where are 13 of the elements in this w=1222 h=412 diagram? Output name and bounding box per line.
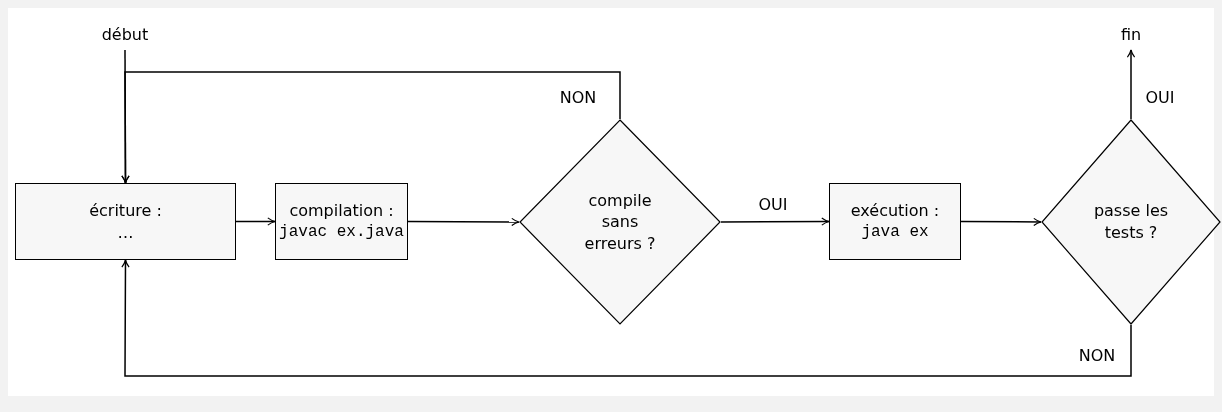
decision-text: passe les tests ?: [1093, 200, 1169, 244]
process-box: [829, 183, 961, 260]
step-detail: …: [117, 221, 134, 244]
process-box: [275, 183, 408, 260]
process-box: [15, 183, 236, 260]
decision-text: compile sans erreurs ?: [583, 189, 657, 255]
step-title: écriture :: [89, 199, 162, 222]
terminal-label: début: [101, 24, 149, 46]
step-title: exécution :: [850, 199, 940, 222]
step-detail: javac ex.java: [279, 221, 404, 243]
step-title: compilation :: [289, 199, 394, 222]
step-detail: java ex: [861, 221, 929, 243]
terminal-label: fin: [1120, 24, 1142, 46]
